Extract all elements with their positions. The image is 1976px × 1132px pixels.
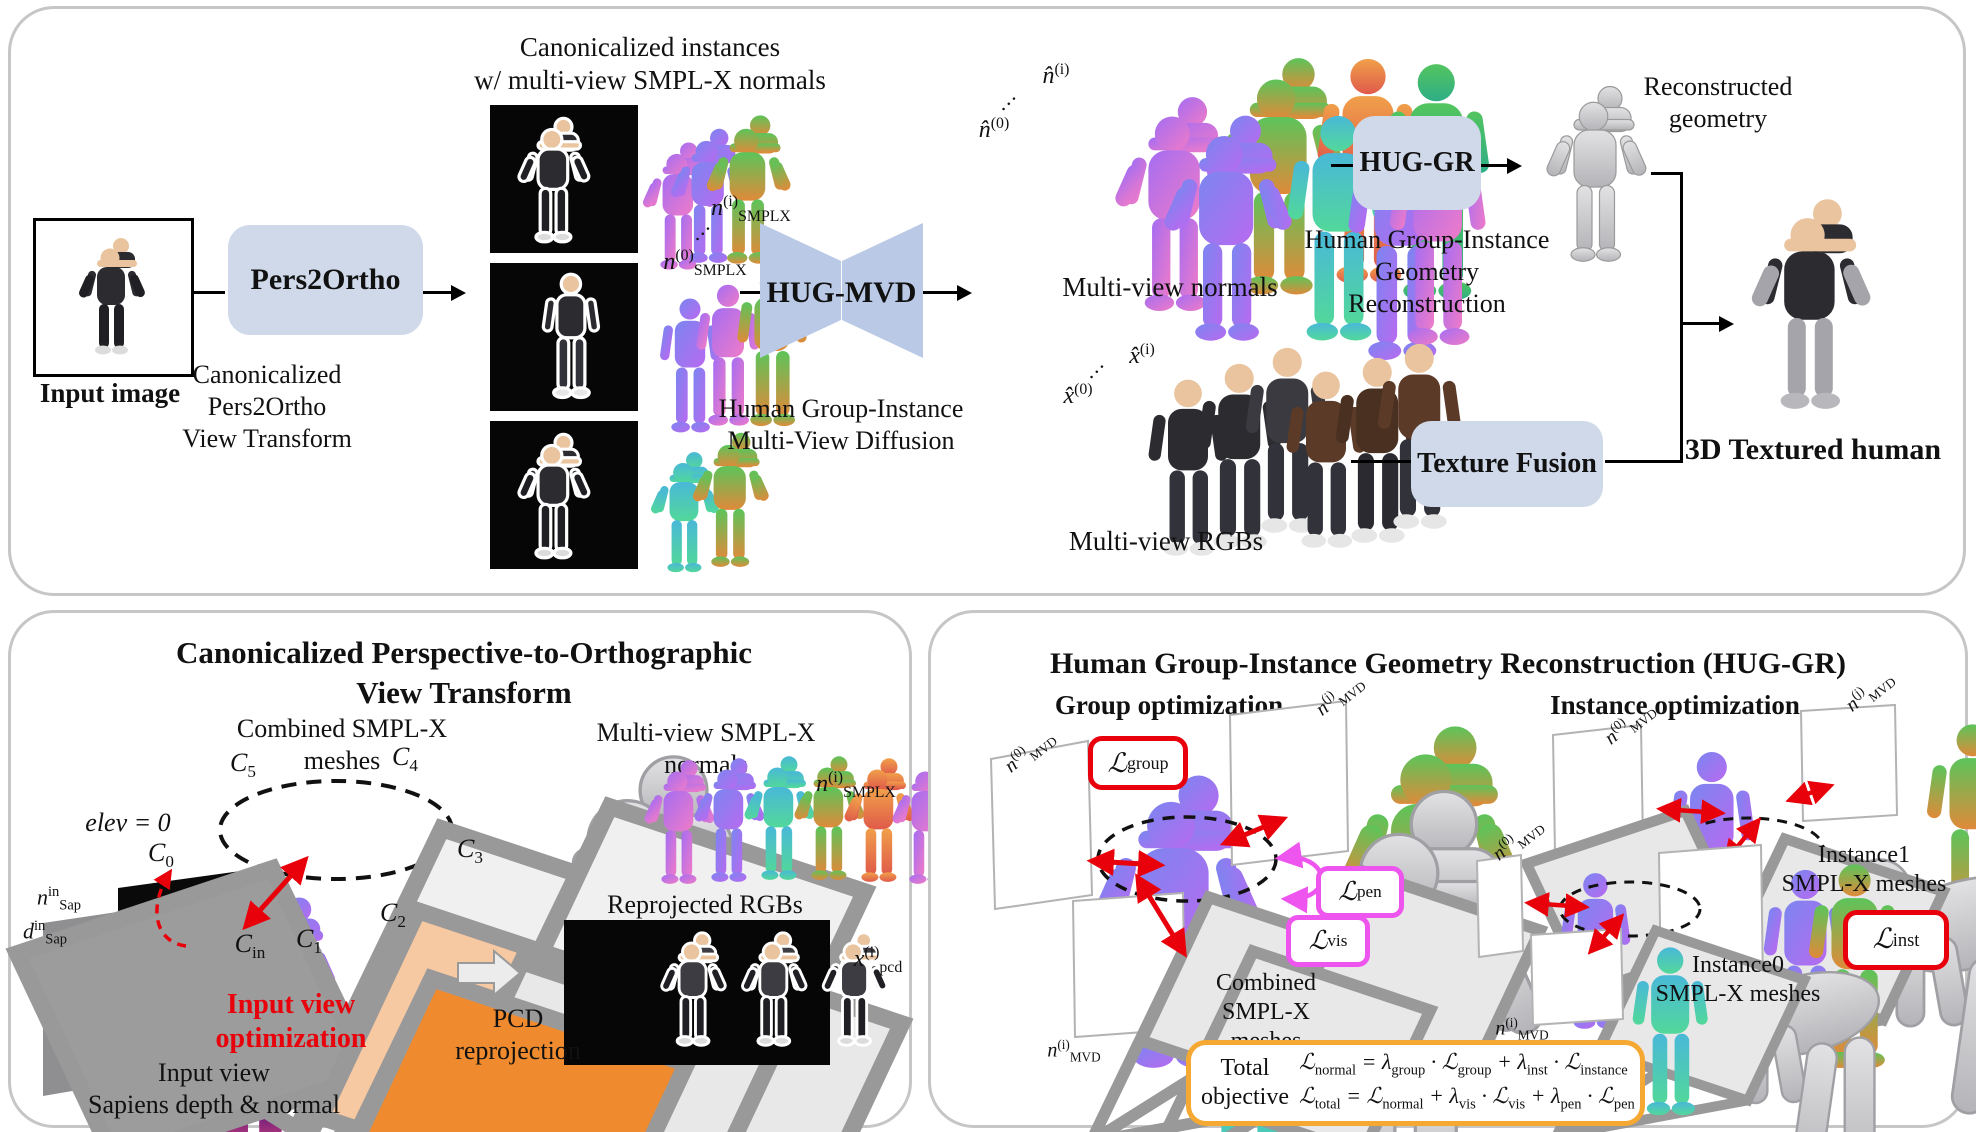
input-view-optimization-label: Input view optimization xyxy=(215,989,367,1054)
total-objective-label: Total objective xyxy=(1201,1055,1289,1110)
n-smplx-i-label: n(i)SMPLX xyxy=(816,769,896,801)
combined-smplx-meshes-label: Combined SMPL-X meshes xyxy=(236,714,448,775)
texture-fusion-module: Texture Fusion xyxy=(1411,421,1603,507)
x-hat-i-label: x̂(i) xyxy=(1129,341,1155,369)
flow-line xyxy=(1331,164,1353,167)
instance-tile-3 xyxy=(490,421,638,569)
textured-human-label: 3D Textured human xyxy=(1684,433,1942,466)
view-transform-panel: Canonicalized Perspective-to-Orthographi… xyxy=(8,610,964,1132)
pipeline-overview-panel: Canonicalized instances w/ multi-view SM… xyxy=(8,6,1966,596)
instance0-ellipse xyxy=(1558,880,1702,938)
pers2ortho-caption: Canonicalized Pers2Ortho View Transform xyxy=(182,360,352,453)
instance1-meshes-label: Instance1 SMPL-X meshes xyxy=(1781,842,1947,897)
camera-c0-label: C0 xyxy=(148,838,174,872)
hug-gr-module: HUG-GR xyxy=(1353,116,1481,210)
view-transform-title: Canonicalized Perspective-to-Orthographi… xyxy=(176,635,752,710)
camera-ring-scene xyxy=(16,756,903,1132)
flow-line xyxy=(423,291,453,294)
flow-line xyxy=(923,291,959,294)
arrow-right-icon xyxy=(957,285,972,301)
camera-c2-label: C2 xyxy=(380,898,406,932)
n-hat-0-label: n̂(0) xyxy=(978,115,1010,143)
flow-line xyxy=(1481,164,1509,167)
alignment-red-arrow xyxy=(1219,814,1289,848)
n-hat-i-label: n̂(i) xyxy=(1042,61,1070,89)
alignment-red-arrow xyxy=(1785,780,1835,806)
normal-plane xyxy=(1475,853,1525,959)
n-mvd-i-label: n(i)MVD xyxy=(1047,1037,1101,1065)
instance-tile-2 xyxy=(490,263,638,411)
alignment-red-arrow xyxy=(1135,873,1187,958)
camera-c3-label: C3 xyxy=(457,834,483,868)
reprojected-rgbs-label: Reprojected RGBs xyxy=(607,890,803,919)
normal-plane xyxy=(989,739,1094,911)
n-smplx-0-label: n(0)SMPLX xyxy=(663,247,747,279)
camera-c5-label: C5 xyxy=(230,748,256,782)
pcd-reprojection-label: PCD reprojection xyxy=(455,1004,581,1065)
x-hat-0-label: x̂(0) xyxy=(1063,381,1093,409)
arrow-right-icon xyxy=(1719,316,1734,332)
hug-mvd-bowtie xyxy=(760,223,923,358)
input-image-frame xyxy=(33,218,194,377)
connector-line xyxy=(1680,172,1683,463)
flow-line xyxy=(740,291,760,294)
input-image-figure xyxy=(77,238,147,355)
flow-line xyxy=(1683,322,1721,325)
hug-mvd-caption: Human Group-Instance Multi-View Diffusio… xyxy=(718,394,964,455)
arrow-right-icon xyxy=(451,285,466,301)
instance-tile-1 xyxy=(490,105,638,253)
alignment-red-arrow xyxy=(1524,892,1590,918)
camera-c1-label: C1 xyxy=(296,924,322,958)
camera-c4-label: C4 xyxy=(392,742,418,776)
camera-cin-label: Cin xyxy=(234,929,266,963)
n-smplx-i-label: n(i)SMPLX xyxy=(711,193,791,225)
instance-optimization-label: Instance optimization xyxy=(1550,690,1800,720)
instance0-meshes-label: Instance0 SMPL-X meshes xyxy=(1655,952,1821,1007)
d-sap-label: dinSap xyxy=(22,918,68,948)
pers2ortho-module: Pers2Ortho xyxy=(228,225,423,335)
alignment-red-arrow xyxy=(1086,848,1166,878)
input-image-label: Input image xyxy=(39,378,181,408)
pcd-block-arrow-icon xyxy=(457,948,522,998)
n-mvd-i-label: n(i)MVD xyxy=(1495,1015,1549,1043)
mv-smplx-normals-row xyxy=(642,756,964,884)
arrow-right-icon xyxy=(1507,158,1522,174)
hug-mvd-label: HUG-MVD xyxy=(766,276,917,309)
instance-optimization-scene xyxy=(1475,703,1976,1132)
alignment-red-arrow xyxy=(1587,913,1625,955)
x-pcd-label: x(i)pcd xyxy=(853,944,903,976)
textured-human-figure xyxy=(1749,199,1873,409)
flow-line xyxy=(1351,460,1411,463)
input-view-red-arrow xyxy=(242,855,309,931)
hug-gr-caption: Human Group-Instance Geometry Reconstruc… xyxy=(1304,225,1550,318)
multiview-normals-label: Multi-view normals xyxy=(1062,272,1278,302)
group-optimization-scene xyxy=(989,699,1549,1132)
reconstructed-geometry-label: Reconstructed geometry xyxy=(1643,72,1793,133)
hug-gr-panel: Human Group-Instance Geometry Reconstruc… xyxy=(928,610,1976,1132)
canonicalized-instances-caption: Canonicalized instances w/ multi-view SM… xyxy=(474,32,826,95)
elev-label: elev = 0 xyxy=(85,808,171,837)
alignment-red-arrow xyxy=(1656,797,1726,825)
total-objective-box: Total objective ℒnormal = λgroup · ℒgrou… xyxy=(1186,1040,1645,1126)
normal-loss-equation: ℒnormal = λgroup · ℒgroup + λinst · ℒins… xyxy=(1299,1048,1628,1078)
reprojected-rgbs-tile xyxy=(564,920,890,1065)
hug-gr-panel-title: Human Group-Instance Geometry Reconstruc… xyxy=(1049,647,1847,680)
connector-line xyxy=(1605,460,1683,463)
connector-line xyxy=(1651,172,1683,175)
multiview-rgbs-label: Multi-view RGBs xyxy=(1068,526,1264,556)
total-loss-equation: ℒtotal = ℒnormal + λvis · ℒvis + λpen · … xyxy=(1299,1083,1635,1113)
flow-line xyxy=(191,291,225,294)
input-view-caption: Input view Sapiens depth & normal xyxy=(87,1058,340,1119)
n-sap-label: ninSap xyxy=(36,884,82,914)
